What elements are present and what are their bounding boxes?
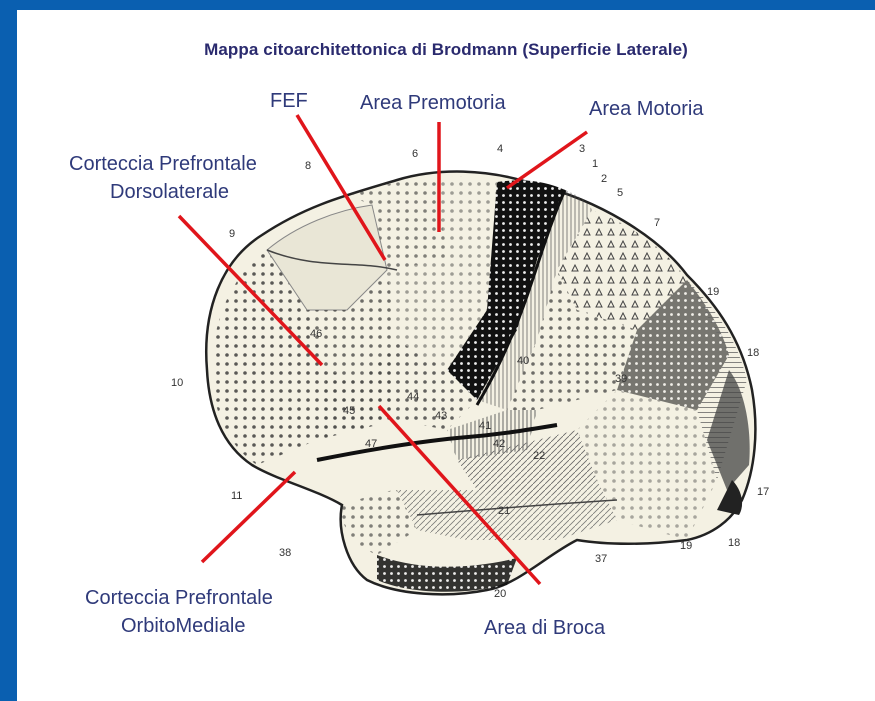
area-number: 5: [617, 187, 623, 199]
area-number: 3: [579, 143, 585, 155]
area-number: 9: [229, 228, 235, 240]
pointer-motor: [507, 132, 587, 188]
label-dlpfc-line2: Dorsolaterale: [110, 180, 229, 205]
area-number: 44: [407, 391, 419, 403]
area-number: 19: [680, 540, 692, 552]
area-number: 46: [310, 328, 322, 340]
area-number: 43: [435, 410, 447, 422]
area-number: 45: [343, 405, 355, 417]
label-premotor: Area Premotoria: [360, 91, 506, 116]
area-number: 40: [517, 355, 529, 367]
area-number: 6: [412, 148, 418, 160]
area-number: 19: [707, 286, 719, 298]
area-number: 37: [595, 553, 607, 565]
area-number: 42: [493, 438, 505, 450]
slide: Mappa citoarchitettonica di Brodmann (Su…: [17, 10, 875, 701]
area-number: 18: [728, 537, 740, 549]
area-number: 38: [279, 547, 291, 559]
area-number: 10: [171, 377, 183, 389]
area-number: 1: [592, 158, 598, 170]
label-ofc-line2: OrbitoMediale: [121, 614, 246, 639]
area-number: 39: [615, 373, 627, 385]
area-number: 20: [494, 588, 506, 600]
area-number: 7: [654, 217, 660, 229]
label-fef: FEF: [270, 89, 308, 114]
area-number: 2: [601, 173, 607, 185]
area-number: 41: [479, 420, 491, 432]
area-number: 8: [305, 160, 311, 172]
area-number: 4: [497, 143, 503, 155]
label-broca: Area di Broca: [484, 616, 605, 641]
label-dlpfc-line1: Corteccia Prefrontale: [69, 152, 257, 177]
area-number: 47: [365, 438, 377, 450]
label-motor: Area Motoria: [589, 97, 704, 122]
area-number: 22: [533, 450, 545, 462]
area-number: 11: [231, 490, 242, 502]
area-number: 18: [747, 347, 759, 359]
area-number: 21: [498, 505, 510, 517]
area-number: 17: [757, 486, 769, 498]
label-ofc-line1: Corteccia Prefrontale: [85, 586, 273, 611]
